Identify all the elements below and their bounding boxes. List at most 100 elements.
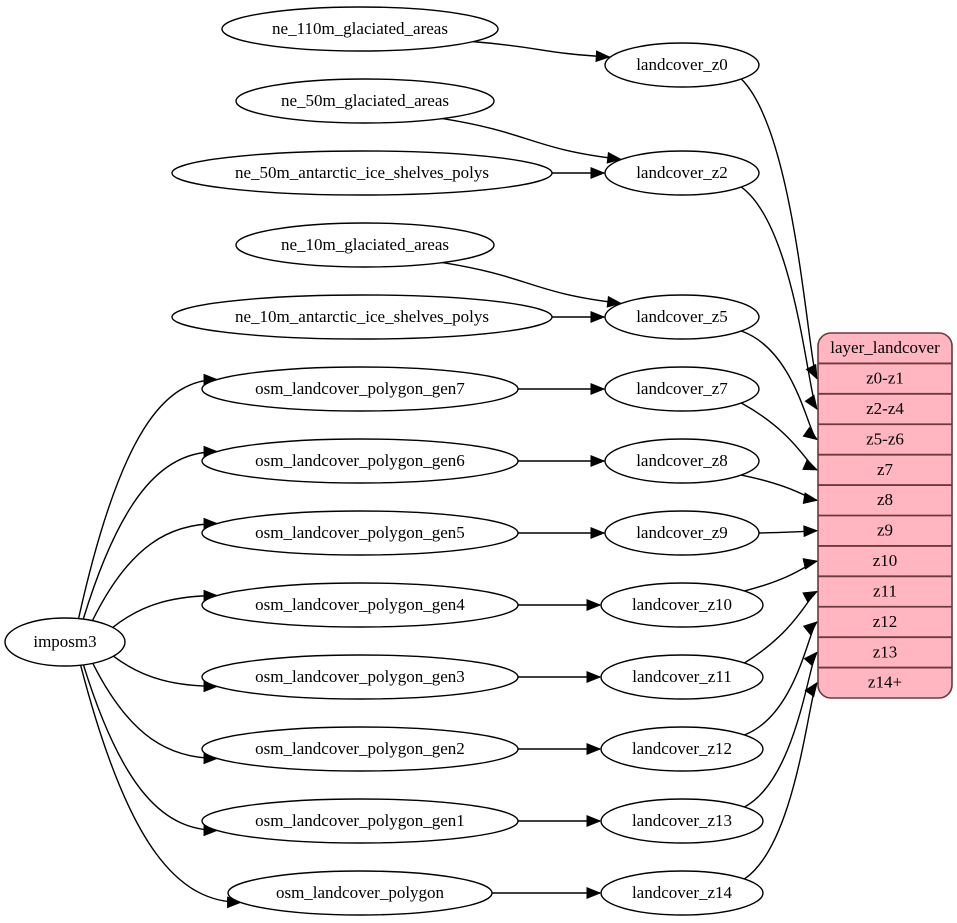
table-row-z2-z4[interactable]: z2-z4 (866, 399, 904, 418)
node-landcover_z5[interactable]: landcover_z5 (604, 294, 760, 340)
node-landcover_z0[interactable]: landcover_z0 (604, 42, 760, 88)
edge-arrowhead (802, 492, 819, 504)
node-ne_10m_glaciated_areas[interactable]: ne_10m_glaciated_areas (235, 222, 495, 268)
node-shape (221, 6, 499, 52)
node-shape (227, 870, 493, 916)
edge-arrowhead (804, 394, 818, 411)
node-label: landcover_z0 (636, 55, 728, 74)
edge-landcover_z2-to-row-z2-z4 (740, 186, 818, 410)
node-shape (171, 150, 553, 196)
node-label: landcover_z5 (636, 307, 728, 326)
table-row-z10[interactable]: z10 (873, 551, 898, 570)
node-landcover_z9[interactable]: landcover_z9 (604, 510, 760, 556)
table-row-z0-z1[interactable]: z0-z1 (866, 369, 904, 388)
table-row-label: z5-z6 (866, 429, 904, 448)
edge-imposm3-to-osm_landcover_polygon_gen1 (82, 664, 218, 832)
node-label: osm_landcover_polygon_gen3 (255, 667, 465, 686)
node-shape (600, 870, 764, 916)
edge-arrowhead (802, 426, 819, 441)
table-row-label: z0-z1 (866, 369, 904, 388)
table-row-label: z12 (873, 612, 898, 631)
table-row-label: z8 (877, 490, 893, 509)
table-row-z14+[interactable]: z14+ (868, 673, 902, 692)
node-osm_landcover_polygon[interactable]: osm_landcover_polygon (227, 870, 493, 916)
edge-arrowhead (595, 50, 611, 63)
table-row-label: z11 (873, 581, 897, 600)
node-label: osm_landcover_polygon (276, 883, 445, 902)
edge-arrowhead (805, 363, 818, 380)
table-row-label: z7 (877, 460, 894, 479)
edge-arrowhead (804, 681, 818, 698)
node-shape (201, 654, 519, 700)
edge-arrowhead (590, 383, 606, 395)
edge-arrowhead (802, 459, 819, 471)
node-landcover_z2[interactable]: landcover_z2 (604, 150, 760, 196)
node-shape (604, 42, 760, 88)
node-label: landcover_z12 (632, 739, 732, 758)
node-label: ne_110m_glaciated_areas (272, 19, 448, 38)
layer-landcover-record[interactable]: layer_landcoverz0-z1z2-z4z5-z6z7z8z9z10z… (817, 332, 953, 699)
node-label: landcover_z10 (632, 595, 732, 614)
node-ne_50m_glaciated_areas[interactable]: ne_50m_glaciated_areas (235, 78, 495, 124)
node-osm_landcover_polygon_gen2[interactable]: osm_landcover_polygon_gen2 (201, 726, 519, 772)
node-label: landcover_z2 (636, 163, 728, 182)
edge-arrowhead (606, 295, 623, 308)
table-row-z7[interactable]: z7 (877, 460, 894, 479)
table-row-z9[interactable]: z9 (877, 521, 893, 540)
node-ne_110m_glaciated_areas[interactable]: ne_110m_glaciated_areas (221, 6, 499, 52)
node-osm_landcover_polygon_gen5[interactable]: osm_landcover_polygon_gen5 (201, 510, 519, 556)
edge-imposm3-to-osm_landcover_polygon (79, 664, 241, 904)
node-shape (235, 222, 495, 268)
node-ne_50m_antarctic_ice_shelves_polys[interactable]: ne_50m_antarctic_ice_shelves_polys (171, 150, 553, 196)
node-shape (600, 726, 764, 772)
node-label: landcover_z9 (636, 523, 728, 542)
table-row-z11[interactable]: z11 (873, 581, 897, 600)
node-shape (600, 582, 764, 628)
edge-arrowhead (586, 815, 602, 827)
table-row-z13[interactable]: z13 (873, 642, 898, 661)
node-landcover_z12[interactable]: landcover_z12 (600, 726, 764, 772)
node-shape (235, 78, 495, 124)
table-row-label: z10 (873, 551, 898, 570)
edge-arrowhead (590, 167, 606, 179)
node-landcover_z14[interactable]: landcover_z14 (600, 870, 764, 916)
edge-arrowhead (803, 525, 819, 538)
table-row-z8[interactable]: z8 (877, 490, 893, 509)
node-shape (4, 617, 126, 667)
node-osm_landcover_polygon_gen6[interactable]: osm_landcover_polygon_gen6 (201, 438, 519, 484)
node-landcover_z13[interactable]: landcover_z13 (600, 798, 764, 844)
node-landcover_z7[interactable]: landcover_z7 (604, 366, 760, 412)
node-label: ne_10m_antarctic_ice_shelves_polys (235, 307, 489, 326)
node-landcover_z10[interactable]: landcover_z10 (600, 582, 764, 628)
table-row-z5-z6[interactable]: z5-z6 (866, 429, 904, 448)
table-row-z12[interactable]: z12 (873, 612, 898, 631)
node-imposm3[interactable]: imposm3 (4, 617, 126, 667)
node-osm_landcover_polygon_gen4[interactable]: osm_landcover_polygon_gen4 (201, 582, 519, 628)
node-osm_landcover_polygon_gen7[interactable]: osm_landcover_polygon_gen7 (201, 366, 519, 412)
node-ne_10m_antarctic_ice_shelves_polys[interactable]: ne_10m_antarctic_ice_shelves_polys (171, 294, 553, 340)
node-osm_landcover_polygon_gen1[interactable]: osm_landcover_polygon_gen1 (201, 798, 519, 844)
edge-arrowhead (586, 743, 602, 755)
node-shape (201, 510, 519, 556)
edge-arrowhead (586, 671, 602, 683)
edge-arrowhead (802, 558, 819, 570)
node-shape (201, 798, 519, 844)
node-label: landcover_z8 (636, 451, 728, 470)
node-landcover_z8[interactable]: landcover_z8 (604, 438, 760, 484)
edge-ne_10m_glaciated_areas-to-landcover_z5 (442, 261, 621, 305)
node-label: landcover_z13 (632, 811, 732, 830)
node-osm_landcover_polygon_gen3[interactable]: osm_landcover_polygon_gen3 (201, 654, 519, 700)
node-label: osm_landcover_polygon_gen6 (255, 451, 465, 470)
edge-ne_110m_glaciated_areas-to-landcover_z0 (472, 40, 610, 58)
edge-landcover_z14-to-row-z14+ (744, 682, 818, 880)
edges-layer (77, 40, 819, 909)
node-landcover_z11[interactable]: landcover_z11 (600, 654, 764, 700)
node-shape (201, 366, 519, 412)
edge-arrowhead (586, 887, 602, 899)
edge-arrowhead (802, 621, 819, 636)
edge-landcover_z0-to-row-z0-z1 (740, 78, 818, 379)
node-shape (600, 654, 764, 700)
node-shape (171, 294, 553, 340)
node-shape (201, 582, 519, 628)
